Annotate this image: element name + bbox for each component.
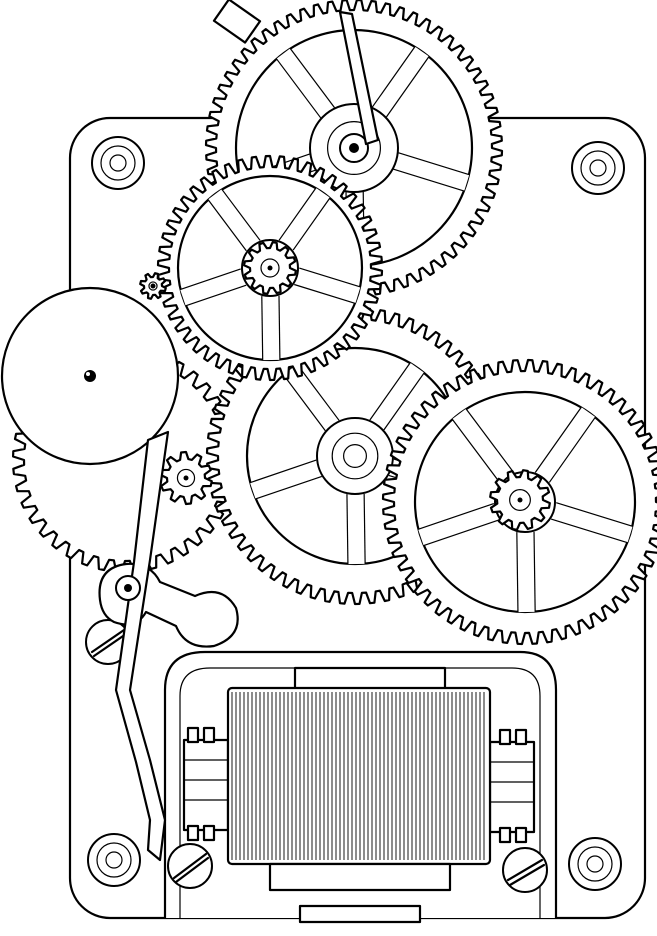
corner-screw-bottom-left [87, 833, 141, 887]
coil-bracket-right [488, 728, 536, 844]
pinion-right [489, 469, 551, 531]
rotor-disc [0, 286, 180, 466]
pinion-small-left [159, 450, 213, 506]
slotted-screw-bottom-right [502, 847, 548, 893]
pinion-mid-left [243, 241, 297, 295]
corner-screw-top-right [571, 141, 625, 195]
click-spring [212, 0, 380, 146]
motor-coil [226, 666, 492, 924]
pinion-tiny [139, 272, 167, 300]
gear-train [12, 0, 657, 646]
corner-screw-top-left [91, 136, 145, 190]
slotted-screw-lever-pivot [85, 619, 131, 665]
coil-bracket-left [182, 726, 230, 842]
pawl-lever [98, 430, 239, 862]
slotted-screw-bottom-left [167, 843, 213, 889]
corner-screw-bottom-right [568, 837, 622, 891]
top-gear-arbor [339, 133, 369, 163]
